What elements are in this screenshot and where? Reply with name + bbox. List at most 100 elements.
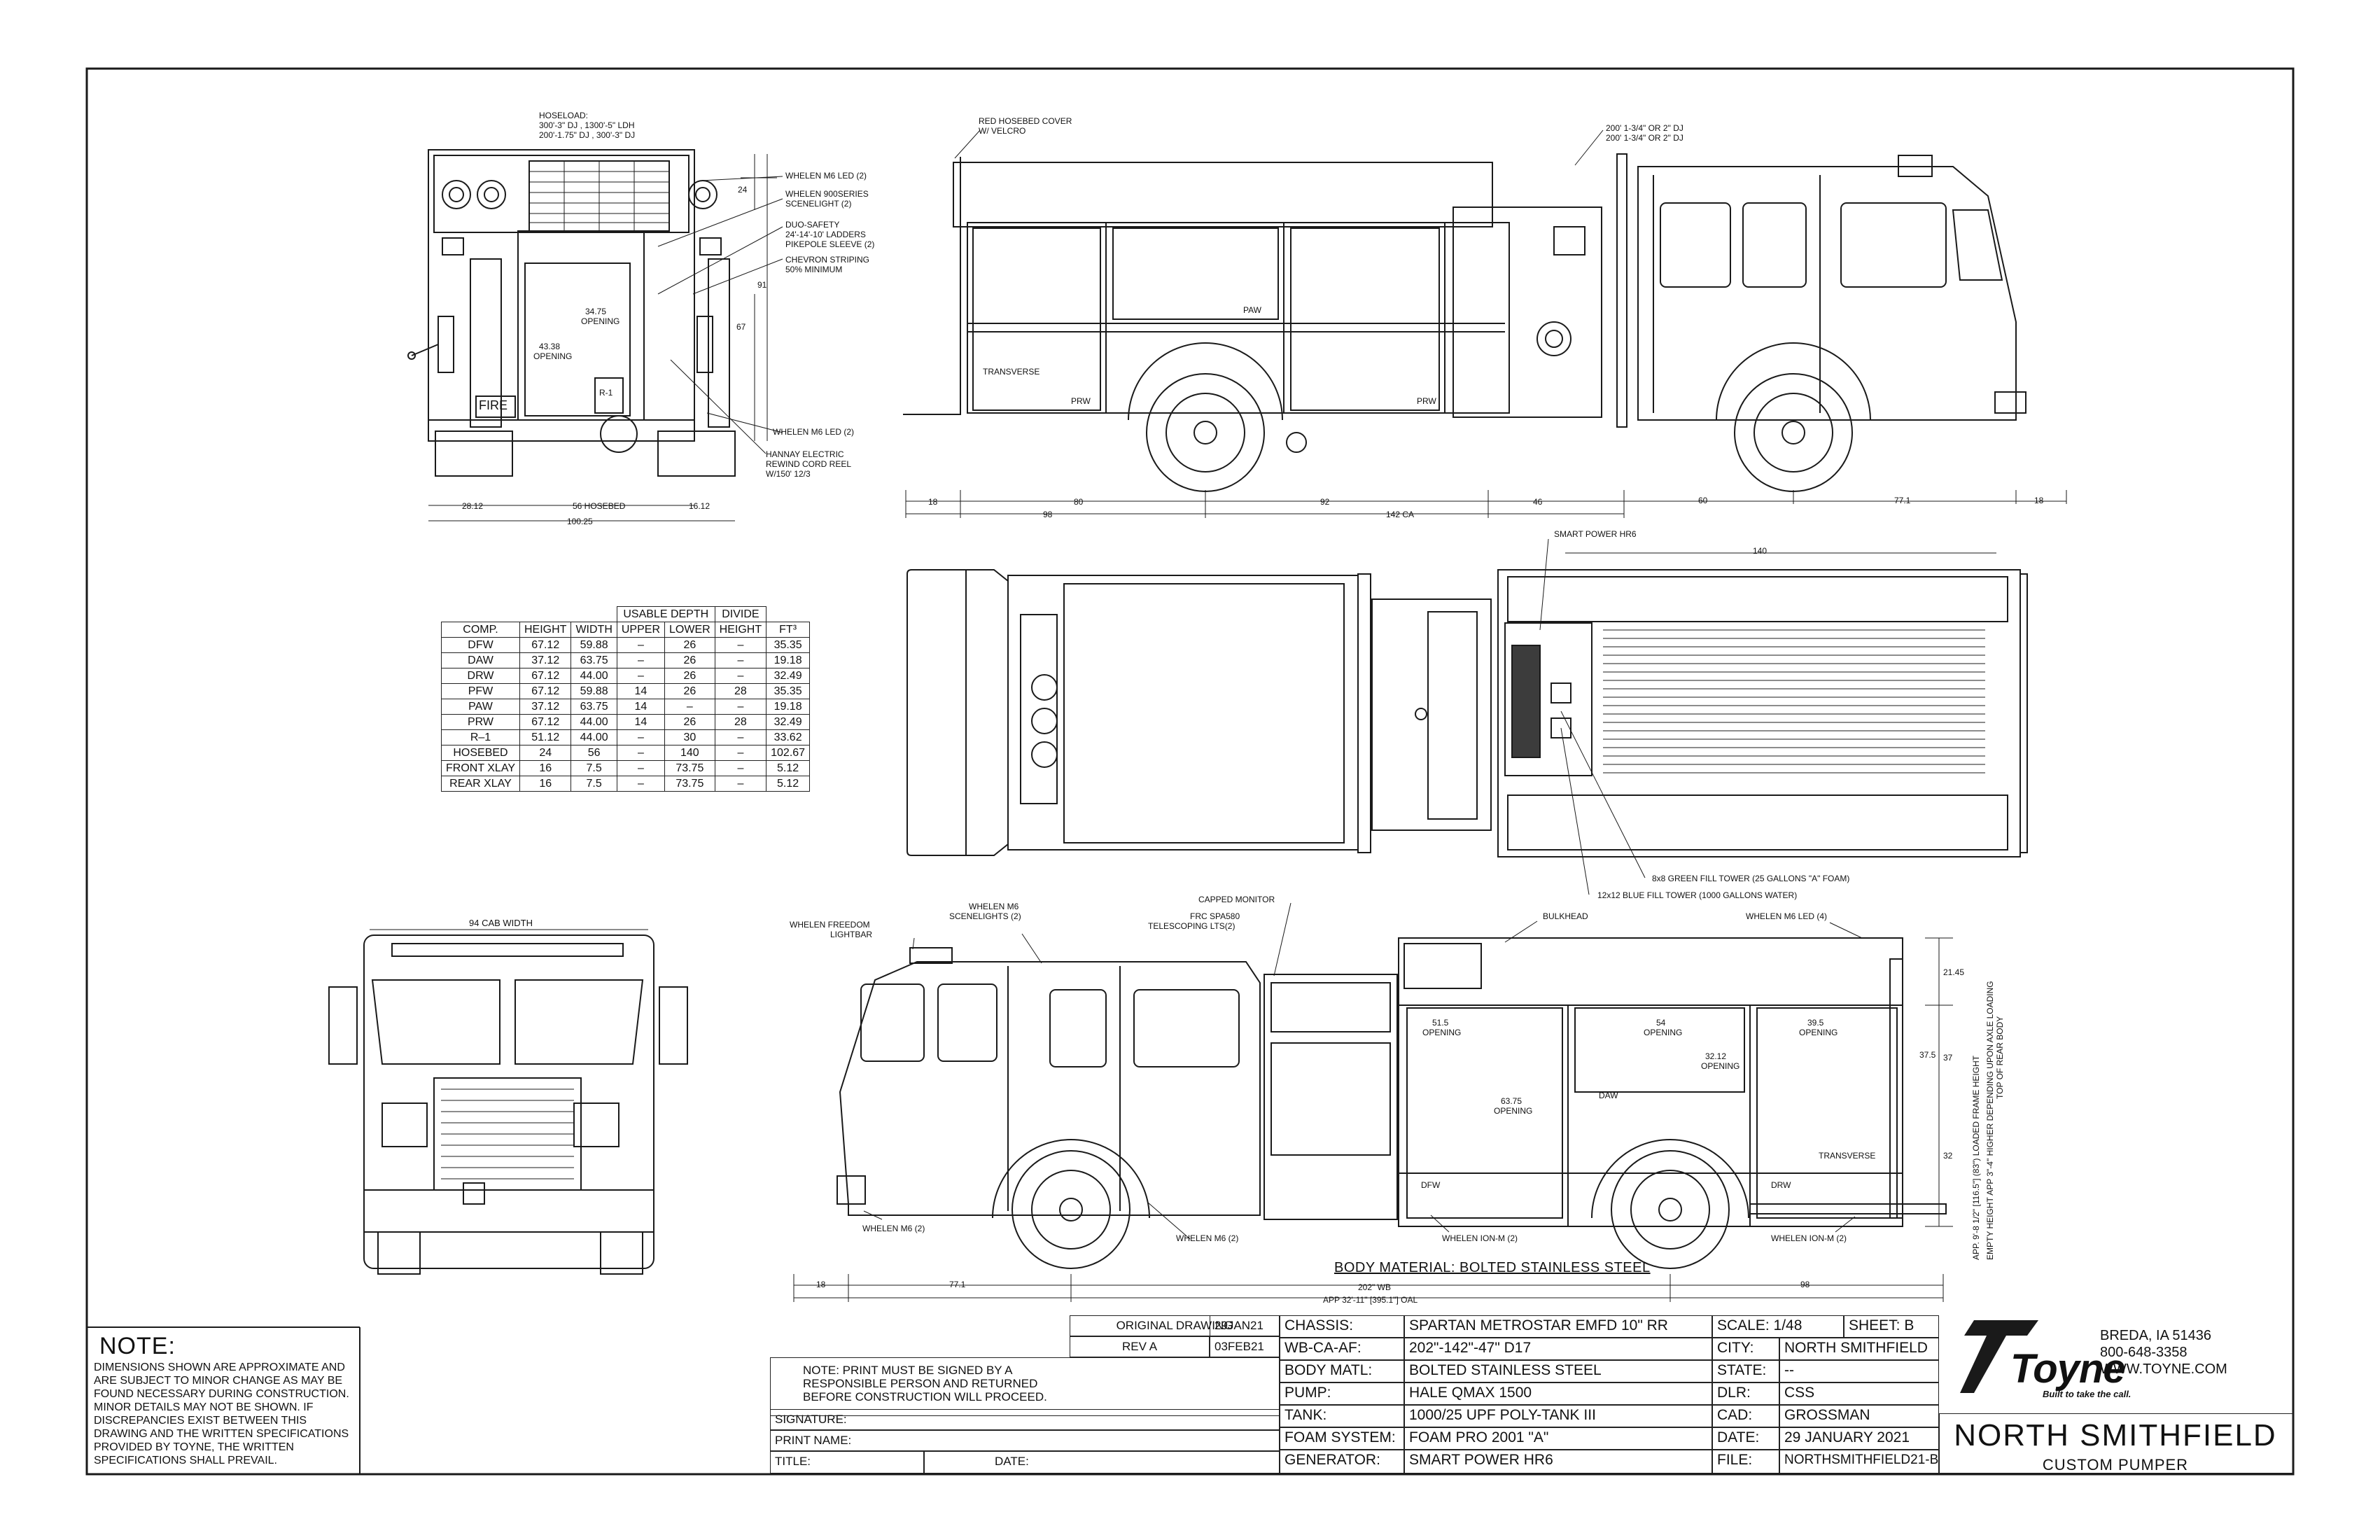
table-cell: 28 [714, 683, 767, 699]
tank-key: TANK: [1280, 1405, 1404, 1427]
m6-2b: WHELEN M6 (2) [1176, 1233, 1239, 1243]
dim-202wb: 202" WB [1358, 1282, 1391, 1292]
smart-power-label: SMART POWER HR6 [1554, 529, 1637, 539]
table-cell: – [616, 652, 666, 668]
dim-98: 98 [1043, 510, 1053, 519]
dim-2145: 21.45 [1943, 967, 1965, 977]
table-cell: DAW [441, 652, 520, 668]
table-cell: 26 [664, 683, 715, 699]
daw-label: DAW [1599, 1091, 1618, 1100]
original-date-text: 29JAN21 [1214, 1319, 1264, 1332]
table-cell: R–1 [441, 729, 520, 746]
table-cell: 24 [519, 745, 572, 761]
rear-whelen-900: WHELEN 900SERIES [785, 189, 869, 199]
sign-note-1: NOTE: PRINT MUST BE SIGNED BY A [803, 1364, 1013, 1377]
table-header-cell: FT³ [766, 622, 811, 638]
table-cell: – [714, 668, 767, 684]
table-cell: 14 [616, 699, 666, 715]
generator-value: SMART POWER HR6 [1404, 1450, 1712, 1474]
table-cell: 32.49 [766, 714, 811, 730]
table-cell: 7.5 [570, 776, 617, 792]
table-cell: 26 [664, 652, 715, 668]
opening-a: 34.75 [585, 307, 607, 316]
table-header-cell: COMP. [441, 622, 520, 638]
generator-key: GENERATOR: [1280, 1450, 1404, 1474]
address-line-1: BREDA, IA 51436 [2100, 1328, 2211, 1343]
dim-60: 60 [1698, 496, 1708, 505]
open-3212: 32.12 [1705, 1051, 1727, 1061]
chevron-2: 50% MINIMUM [785, 265, 843, 274]
table-header-cell: HEIGHT [714, 622, 767, 638]
dim-46: 46 [1533, 497, 1543, 507]
fire-label: FIRE [479, 398, 508, 412]
table-cell: 14 [616, 714, 666, 730]
duo-safety-3: PIKEPOLE SLEEVE (2) [785, 239, 875, 249]
freedom-1: WHELEN FREEDOM [790, 920, 870, 930]
rear-whelen-m6b: WHELEN M6 LED (2) [773, 427, 855, 437]
revision: REV A [1070, 1336, 1210, 1357]
duo-safety-2: 24'-14'-10' LADDERS [785, 230, 866, 239]
table-cell: – [714, 637, 767, 653]
prw-label-2: PRW [1417, 396, 1436, 406]
table-cell: DFW [441, 637, 520, 653]
frc-1: FRC SPA580 [1190, 911, 1240, 921]
table-cell: 7.5 [570, 760, 617, 776]
table-cell: 56 [570, 745, 617, 761]
dj-1: 200' 1-3/4" OR 2" DJ [1606, 123, 1684, 133]
toyne-logo [1960, 1320, 2038, 1393]
sign-note-2: RESPONSIBLE PERSON AND RETURNED [803, 1377, 1038, 1390]
dim-98b: 98 [1800, 1280, 1810, 1289]
height-note-3: TOP OF REAR BODY [1995, 1016, 2005, 1099]
red-cover-2: W/ VELCRO [979, 126, 1026, 136]
open-395: 39.5 [1807, 1018, 1824, 1028]
r1-label: R-1 [599, 388, 613, 398]
hannay-1: HANNAY ELECTRIC [766, 449, 844, 459]
paw-label: PAW [1243, 305, 1261, 315]
dim-142ca: 142 CA [1386, 510, 1415, 519]
sheet-border [85, 67, 2295, 1476]
dim-92: 92 [1320, 497, 1330, 507]
title-field[interactable]: TITLE: [770, 1451, 924, 1474]
open-6375b: OPENING [1494, 1106, 1533, 1116]
revision-date: 03FEB21 [1210, 1336, 1280, 1357]
project-block [1939, 1413, 2293, 1474]
dim-2812: 28.12 [462, 501, 484, 511]
table-cell: DRW [441, 668, 520, 684]
freedom-2: LIGHTBAR [830, 930, 873, 939]
table-cell: – [714, 776, 767, 792]
dj-2: 200' 1-3/4" OR 2" DJ [1606, 133, 1684, 143]
table-cell: 16 [519, 776, 572, 792]
dim-80: 80 [1074, 497, 1084, 507]
body-key: BODY MATL: [1280, 1360, 1404, 1382]
city-value: NORTH SMITHFIELD [1779, 1338, 1939, 1360]
table-cell: 33.62 [766, 729, 811, 746]
table-cell: 28 [714, 714, 767, 730]
table-cell: – [616, 637, 666, 653]
wb-value: 202"-142"-47" D17 [1404, 1338, 1712, 1360]
table-cell: 44.00 [570, 714, 617, 730]
print-name-field[interactable]: PRINT NAME: [770, 1430, 1280, 1451]
table-cell: 59.88 [570, 637, 617, 653]
red-cover-1: RED HOSEBED COVER [979, 116, 1072, 126]
table-cell: 32.49 [766, 668, 811, 684]
signature-field[interactable]: SIGNATURE: [770, 1409, 1280, 1430]
date-field[interactable]: DATE: [924, 1451, 1280, 1474]
open-54: 54 [1656, 1018, 1666, 1028]
open-515b: OPENING [1422, 1028, 1462, 1037]
m6-scene-2: SCENELIGHTS (2) [949, 911, 1021, 921]
sign-note-3: BEFORE CONSTRUCTION WILL PROCEED. [803, 1390, 1047, 1404]
dim-32: 32 [1943, 1151, 1953, 1161]
pump-key: PUMP: [1280, 1382, 1404, 1405]
dim-18a: 18 [928, 497, 938, 507]
chevron-1: CHEVRON STRIPING [785, 255, 870, 265]
cab-width-label: 94 CAB WIDTH [469, 918, 533, 928]
table-cell: – [616, 760, 666, 776]
table-cell: 5.12 [766, 760, 811, 776]
table-cell: 67.12 [519, 637, 572, 653]
right-side-view [793, 902, 1953, 1302]
note-body: DIMENSIONS SHOWN ARE APPROXIMATE AND ARE… [94, 1362, 349, 1466]
